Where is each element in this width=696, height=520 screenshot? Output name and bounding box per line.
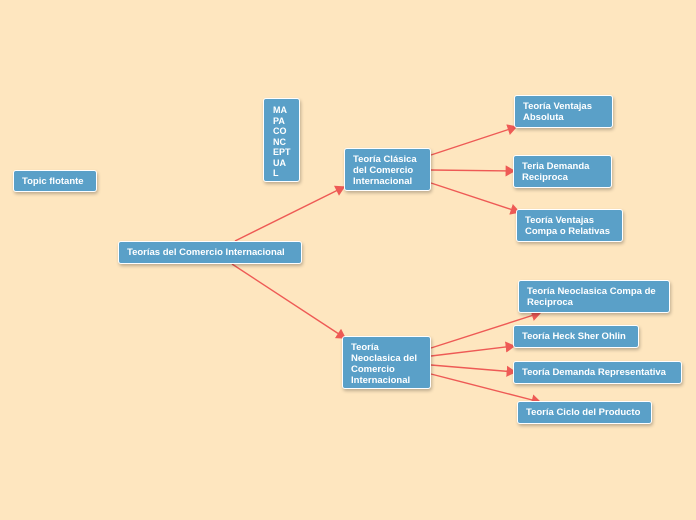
- edge-neo-representativa: [430, 364, 517, 377]
- topic-root-teorias-comercio[interactable]: Teorías del Comercio Internacional: [118, 241, 302, 264]
- topic-ciclo-producto[interactable]: Teoría Ciclo del Producto: [517, 401, 652, 424]
- topic-neoclasica-compa[interactable]: Teoría Neoclasica Compa de Reciproca: [518, 280, 670, 313]
- topic-ventajas-absoluta[interactable]: Teoría Ventajas Absoluta: [514, 95, 613, 128]
- edge-clasica-absoluta: [430, 124, 518, 156]
- edge-clasica-relativas: [430, 182, 521, 215]
- edge-root-neoclasica: [231, 263, 347, 339]
- topic-teoria-clasica[interactable]: Teoría Clásica del Comercio Internaciona…: [344, 148, 431, 191]
- topic-mapa-conceptual[interactable]: MA PA CO NC EPT UA L: [263, 98, 300, 182]
- edge-neo-ciclo: [430, 373, 542, 406]
- edge-clasica-reciproca: [430, 165, 516, 177]
- edge-neo-compa: [430, 310, 542, 349]
- topic-demanda-representativa[interactable]: Teoría Demanda Representativa: [513, 361, 682, 384]
- edge-neo-heck: [430, 341, 516, 357]
- topic-floating[interactable]: Topic flotante: [13, 170, 97, 192]
- topic-teoria-neoclasica[interactable]: Teoría Neoclasica del Comercio Internaci…: [342, 336, 431, 389]
- edge-root-clasica: [234, 185, 346, 242]
- topic-ventajas-relativas[interactable]: Teoría Ventajas Compa o Relativas: [516, 209, 623, 242]
- topic-heck-sher-ohlin[interactable]: Teoría Heck Sher Ohlin: [513, 325, 639, 348]
- topic-demanda-reciproca[interactable]: Teria Demanda Reciproca: [513, 155, 612, 188]
